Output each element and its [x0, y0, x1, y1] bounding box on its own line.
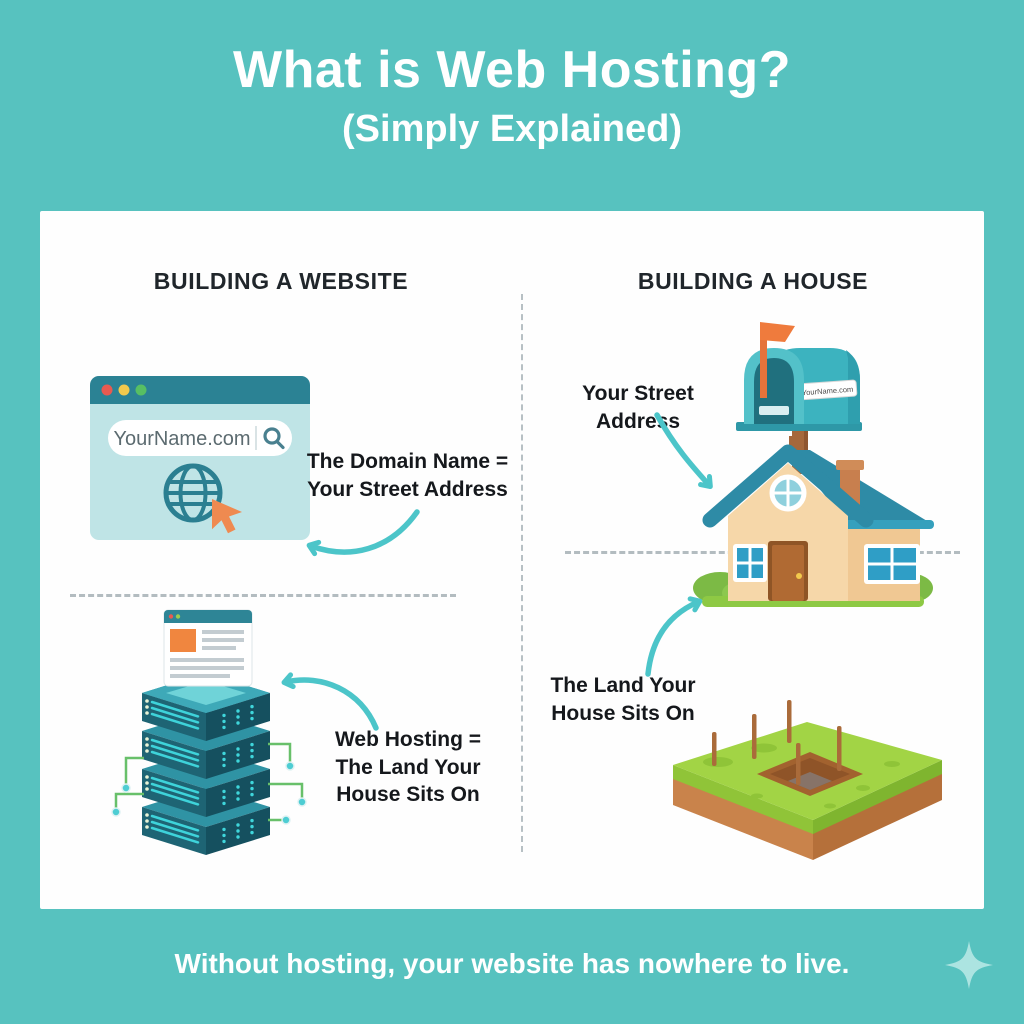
door-handle [796, 573, 802, 579]
sparkle-icon [945, 941, 993, 989]
globe-icon [163, 463, 223, 523]
page-subtitle: (Simply Explained) [342, 108, 682, 150]
left-window-icon [733, 544, 767, 582]
red-dot-icon [101, 384, 113, 396]
right-window-icon [864, 544, 920, 584]
webpage-card-icon [163, 609, 253, 687]
mailbox-label-text: YourName.com [802, 385, 854, 398]
green-dot-icon [135, 384, 147, 396]
hosting-note-line1: Web Hosting = [334, 728, 482, 751]
circuit-nodes [111, 761, 307, 825]
domain-arrow [306, 509, 420, 557]
hosting-note-line3: House Sits On [336, 783, 480, 807]
mail-slot [759, 406, 789, 415]
window-control-dots-icon [101, 384, 147, 396]
address-text: YourName.com [113, 428, 250, 450]
left-column-heading: BUILDING A WEBSITE [153, 268, 409, 294]
page-title: What is Web Hosting? [233, 41, 791, 99]
mailbox-illustration: YourName.com [736, 322, 862, 474]
yellow-dot-icon [118, 384, 130, 396]
left-section-divider [70, 594, 456, 597]
street-arrow [654, 412, 713, 489]
land-note-line1: The Land Your [550, 674, 696, 697]
browser-window-illustration: YourName.com [90, 376, 310, 540]
house-illustration [693, 436, 934, 607]
domain-note: The Domain Name = Your Street Address [300, 448, 515, 503]
browser-body [90, 376, 310, 540]
domain-note-line1: The Domain Name = [306, 450, 509, 473]
land-arrow [645, 596, 703, 677]
hosting-note-line2: The Land Your [335, 755, 481, 779]
soil-left [673, 777, 813, 860]
right-column-heading: BUILDING A HOUSE [637, 268, 869, 294]
cursor-icon [212, 499, 242, 534]
search-icon [263, 427, 285, 450]
land-plot-illustration [673, 700, 942, 860]
domain-note-line2: Your Street Address [307, 477, 508, 501]
round-window-icon [769, 474, 807, 512]
mailbox-label: YourName.com [797, 379, 858, 401]
grass-mounds [703, 743, 900, 809]
mailbox-base [736, 422, 862, 431]
server-units [140, 671, 272, 857]
browser-titlebar [90, 376, 310, 404]
front-door [768, 541, 808, 601]
land-note: The Land Your House Sits On [528, 672, 718, 727]
flag-pole [760, 328, 767, 398]
mailbox-flag-icon [760, 322, 795, 342]
land-note-line2: House Sits On [551, 701, 695, 725]
gable-roof [702, 444, 874, 528]
survey-stakes [712, 700, 842, 785]
soil-right [813, 772, 942, 860]
hosting-arrow [281, 672, 379, 731]
address-bar: YourName.com [108, 420, 292, 456]
footer-message: Without hosting, your website has nowher… [174, 948, 850, 979]
hosting-note: Web Hosting = The Land Your House Sits O… [318, 726, 498, 809]
column-divider [521, 294, 523, 852]
server-stack-illustration [111, 609, 307, 857]
